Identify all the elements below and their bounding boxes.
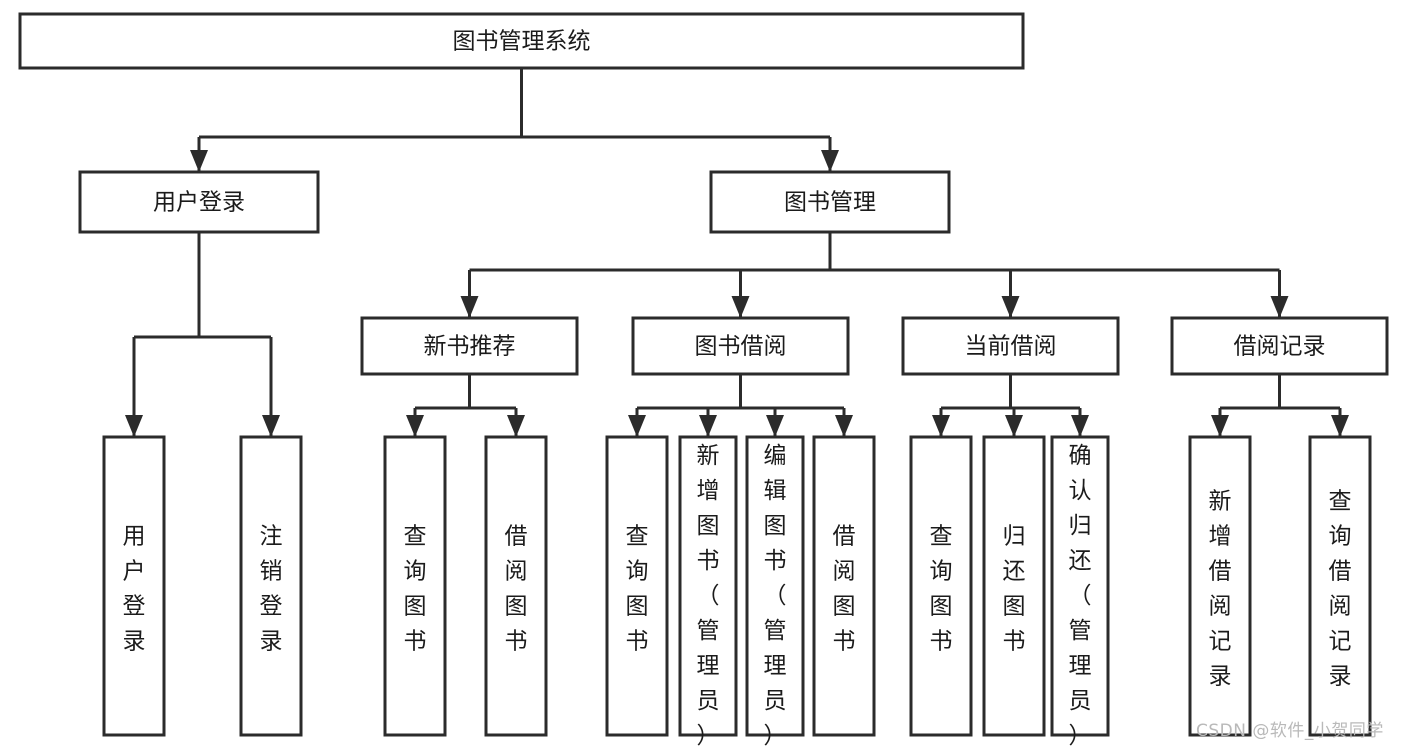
node-root[interactable]: 图书管理系统 xyxy=(18,12,1025,70)
arrow-head-icon-user-login-do xyxy=(125,415,143,437)
node-bb-borrow-book[interactable]: 借阅图书 xyxy=(812,435,876,737)
connector-layer xyxy=(125,68,1349,437)
arrow-head-icon-nbr-query-book xyxy=(406,415,424,437)
arrow-head-icon-bb-edit-book xyxy=(766,415,784,437)
node-label-borrow-record: 借阅记录 xyxy=(1234,334,1326,360)
node-br-add-record[interactable]: 新增借阅记录 xyxy=(1188,435,1252,737)
arrow-head-icon-bb-add-book xyxy=(699,415,717,437)
arrow-head-icon-book-manage xyxy=(821,150,839,172)
node-box-bb-borrow-book xyxy=(812,435,876,737)
node-nbr-query-book[interactable]: 查询图书 xyxy=(383,435,447,737)
node-borrow-record[interactable]: 借阅记录 xyxy=(1170,316,1389,376)
arrow-head-icon-br-add-record xyxy=(1211,415,1229,437)
arrow-head-icon-current-borrow xyxy=(1001,296,1020,318)
arrow-head-icon-user-login xyxy=(190,150,208,172)
node-box-user-logout xyxy=(239,435,303,737)
node-label-bb-borrow-book: 借阅图书 xyxy=(833,523,856,654)
arrow-head-icon-br-query-record xyxy=(1331,415,1349,437)
node-label-bb-edit-book: 编辑图书（管理员） xyxy=(764,443,787,747)
node-box-bb-edit-book xyxy=(745,435,805,737)
node-bb-query-book[interactable]: 查询图书 xyxy=(605,435,669,737)
node-box-br-query-record xyxy=(1308,435,1372,737)
node-box-cb-confirm-return xyxy=(1050,435,1110,737)
node-label-br-query-record: 查询借阅记录 xyxy=(1329,488,1352,689)
node-user-logout[interactable]: 注销登录 xyxy=(239,435,303,737)
node-label-nbr-borrow-book: 借阅图书 xyxy=(505,523,528,654)
node-book-borrow[interactable]: 图书借阅 xyxy=(631,316,850,376)
watermark-text: CSDN @软件_小贺同学 xyxy=(1196,721,1384,741)
node-box-user-login xyxy=(78,170,320,234)
node-label-user-login: 用户登录 xyxy=(153,190,245,216)
arrow-head-icon-cb-return-book xyxy=(1005,415,1023,437)
node-bb-edit-book[interactable]: 编辑图书（管理员） xyxy=(745,435,805,747)
node-label-book-manage: 图书管理 xyxy=(784,190,876,216)
node-box-bb-query-book xyxy=(605,435,669,737)
arrow-head-icon-cb-confirm-return xyxy=(1071,415,1089,437)
node-box-new-book-rec xyxy=(360,316,579,376)
node-label-nbr-query-book: 查询图书 xyxy=(404,523,427,654)
arrow-head-icon-book-borrow xyxy=(731,296,750,318)
node-cb-confirm-return[interactable]: 确认归还（管理员） xyxy=(1050,435,1110,747)
node-label-root: 图书管理系统 xyxy=(453,29,591,55)
node-label-user-login-do: 用户登录 xyxy=(123,523,146,654)
node-label-user-logout: 注销登录 xyxy=(260,523,283,654)
node-user-login[interactable]: 用户登录 xyxy=(78,170,320,234)
node-new-book-rec[interactable]: 新书推荐 xyxy=(360,316,579,376)
node-box-current-borrow xyxy=(901,316,1120,376)
arrow-head-icon-nbr-borrow-book xyxy=(507,415,525,437)
node-label-bb-add-book: 新增图书（管理员） xyxy=(697,443,720,747)
node-box-book-manage xyxy=(709,170,951,234)
node-label-bb-query-book: 查询图书 xyxy=(626,523,649,654)
arrow-head-icon-user-logout xyxy=(262,415,280,437)
node-label-book-borrow: 图书借阅 xyxy=(695,334,787,360)
node-cb-return-book[interactable]: 归还图书 xyxy=(982,435,1046,737)
node-nbr-borrow-book[interactable]: 借阅图书 xyxy=(484,435,548,737)
node-box-cb-return-book xyxy=(982,435,1046,737)
node-box-cb-query-book xyxy=(909,435,973,737)
arrow-head-icon-new-book-rec xyxy=(460,296,479,318)
node-box-bb-add-book xyxy=(678,435,738,737)
node-label-new-book-rec: 新书推荐 xyxy=(424,334,516,360)
node-label-br-add-record: 新增借阅记录 xyxy=(1209,488,1232,689)
node-box-nbr-borrow-book xyxy=(484,435,548,737)
node-layer: 图书管理系统用户登录用户登录注销登录图书管理新书推荐查询图书借阅图书图书借阅查询… xyxy=(18,12,1389,747)
node-box-user-login-do xyxy=(102,435,166,737)
arrow-head-icon-bb-query-book xyxy=(628,415,646,437)
node-box-borrow-record xyxy=(1170,316,1389,376)
node-label-cb-confirm-return: 确认归还（管理员） xyxy=(1069,443,1092,747)
node-cb-query-book[interactable]: 查询图书 xyxy=(909,435,973,737)
node-box-root xyxy=(18,12,1025,70)
node-br-query-record[interactable]: 查询借阅记录 xyxy=(1308,435,1372,737)
node-book-manage[interactable]: 图书管理 xyxy=(709,170,951,234)
node-current-borrow[interactable]: 当前借阅 xyxy=(901,316,1120,376)
node-label-cb-query-book: 查询图书 xyxy=(930,523,953,654)
node-label-cb-return-book: 归还图书 xyxy=(1003,523,1026,654)
node-label-current-borrow: 当前借阅 xyxy=(965,334,1057,360)
node-box-br-add-record xyxy=(1188,435,1252,737)
arrow-head-icon-cb-query-book xyxy=(932,415,950,437)
node-user-login-do[interactable]: 用户登录 xyxy=(102,435,166,737)
node-box-book-borrow xyxy=(631,316,850,376)
arrow-head-icon-borrow-record xyxy=(1270,296,1289,318)
node-box-nbr-query-book xyxy=(383,435,447,737)
arrow-head-icon-bb-borrow-book xyxy=(835,415,853,437)
node-bb-add-book[interactable]: 新增图书（管理员） xyxy=(678,435,738,747)
